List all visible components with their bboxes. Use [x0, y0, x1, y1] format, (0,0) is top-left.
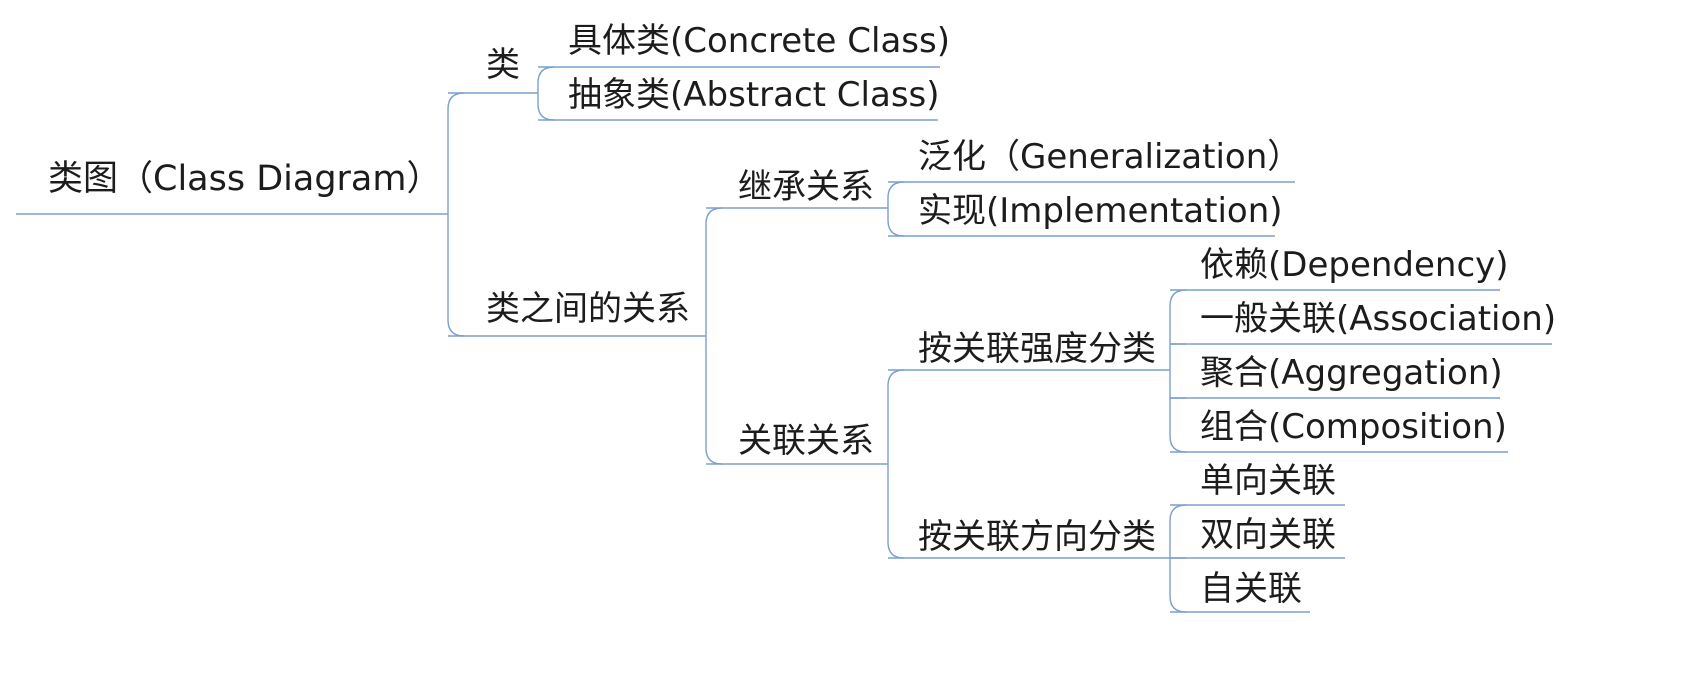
node-label: 按关联方向分类	[918, 517, 1156, 557]
node-label: 聚合(Aggregation)	[1200, 353, 1503, 393]
node-class[interactable]: 类	[448, 45, 538, 94]
node-label: 继承关系	[738, 167, 874, 207]
node-dependency[interactable]: 依赖(Dependency)	[1170, 245, 1509, 291]
node-label: 抽象类(Abstract Class)	[568, 75, 940, 115]
node-label: 关联关系	[738, 421, 874, 461]
nodes: 类图（Class Diagram） 类 具体类(Concrete Class) 抽象类…	[16, 21, 1556, 613]
node-association[interactable]: 关联关系	[706, 421, 888, 465]
node-label: 实现(Implementation)	[918, 191, 1283, 231]
connector-root	[447, 92, 465, 337]
node-label: 自关联	[1200, 569, 1302, 609]
node-abstract[interactable]: 抽象类(Abstract Class)	[538, 75, 940, 121]
node-label: 类	[486, 45, 520, 85]
node-self-association[interactable]: 自关联	[1170, 569, 1310, 613]
node-label: 单向关联	[1200, 461, 1336, 501]
node-bidirectional[interactable]: 双向关联	[1170, 515, 1345, 559]
node-aggregation[interactable]: 聚合(Aggregation)	[1170, 353, 1503, 399]
node-label: 组合(Composition)	[1200, 407, 1507, 447]
node-label: 按关联强度分类	[918, 329, 1156, 369]
connector-class	[537, 66, 555, 121]
node-unidirectional[interactable]: 单向关联	[1170, 461, 1345, 506]
node-label: 依赖(Dependency)	[1200, 245, 1509, 285]
node-inheritance[interactable]: 继承关系	[706, 167, 888, 209]
connector-inheritance	[887, 181, 905, 237]
node-by-direction[interactable]: 按关联方向分类	[888, 517, 1170, 559]
node-concrete[interactable]: 具体类(Concrete Class)	[538, 21, 950, 68]
connector-by-strength	[1169, 289, 1187, 453]
node-label: 具体类(Concrete Class)	[568, 21, 950, 61]
node-implementation[interactable]: 实现(Implementation)	[888, 191, 1283, 237]
node-by-strength[interactable]: 按关联强度分类	[888, 329, 1170, 371]
node-composition[interactable]: 组合(Composition)	[1170, 407, 1508, 453]
node-general-association[interactable]: 一般关联(Association)	[1170, 299, 1556, 345]
node-label: 一般关联(Association)	[1200, 299, 1556, 339]
node-root[interactable]: 类图（Class Diagram）	[16, 159, 448, 215]
node-label: 双向关联	[1200, 515, 1336, 555]
node-label: 类之间的关系	[486, 289, 690, 329]
connector-association	[887, 369, 905, 559]
node-generalization[interactable]: 泛化（Generalization）	[888, 137, 1301, 183]
connector-relations	[705, 207, 723, 465]
node-relations[interactable]: 类之间的关系	[448, 289, 706, 337]
node-label: 类图（Class Diagram）	[48, 159, 441, 199]
node-label: 泛化（Generalization）	[918, 137, 1301, 177]
